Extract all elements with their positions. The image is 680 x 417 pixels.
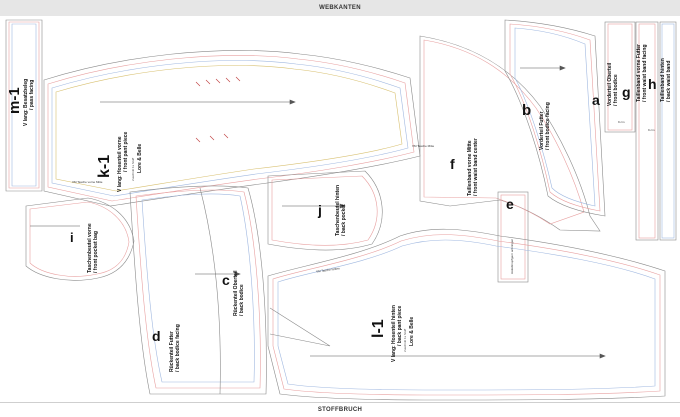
piece-i-outline [25, 197, 135, 281]
piece-a-letter: a [592, 92, 600, 108]
pattern-layout: m-1 V lang: Besatzbeleg / pass facing k-… [0, 16, 680, 403]
piece-g-letter: g [622, 84, 631, 100]
mark-ruler-left: 9 cm [618, 120, 625, 124]
piece-c-subtitle: / back bodice [239, 284, 245, 316]
piece-e-outline [497, 191, 529, 283]
selvedge-label: WEBKANTEN [0, 0, 680, 16]
piece-m1-letter: m-1 [6, 87, 23, 114]
piece-i-subtitle: / front pocket bag [93, 231, 99, 273]
piece-l1-letter: l-1 [370, 319, 387, 338]
piece-m1-subtitle: / pass facing [29, 79, 35, 110]
piece-l1-outline [267, 228, 666, 401]
piece-f-subtitle: / front waist band center [473, 138, 479, 196]
piece-j-outline [267, 170, 383, 251]
pattern-lines [5, 19, 677, 401]
piece-d-letter: d [152, 328, 161, 344]
piece-d-outline [129, 185, 267, 395]
piece-k1-subtitle: / front pant piece [123, 131, 129, 172]
piece-h-outline [659, 21, 677, 241]
piece-h-subtitle: / back waist band [666, 60, 672, 102]
piece-f-outline [419, 35, 601, 232]
piece-b-outline [504, 19, 606, 217]
piece-k1-outline [43, 50, 421, 207]
piece-k1-note: Zuschnitt 1x Stoff [131, 157, 135, 181]
piece-e-letter: e [506, 196, 514, 212]
piece-h-letter: h [648, 76, 657, 92]
piece-a-outline [604, 21, 636, 133]
mark-vm-center: VM Tasche Mitte [412, 144, 435, 148]
piece-i-letter: i [70, 230, 74, 245]
piece-g-outline [635, 21, 659, 241]
piece-m1-outline [5, 19, 43, 192]
piece-k1-brand: Lore & Belle [137, 143, 143, 173]
piece-l1-note: Zuschnitt 1x Stoff [403, 328, 407, 352]
piece-a-subtitle: / front bodice [613, 74, 619, 106]
piece-k1-letter: k-1 [96, 154, 113, 178]
piece-b-subtitle: / front bodice facing [545, 102, 551, 150]
mark-ruler-right: 9 cm [648, 128, 655, 132]
piece-e-note: Häkelknopfgarn anbringen [510, 238, 514, 274]
piece-j-subtitle: / back pocket [341, 204, 347, 236]
mark-vm-left: VM Tasche vorne Mitte [72, 180, 103, 184]
piece-b-letter: b [522, 102, 532, 119]
piece-g-subtitle: / front waist band facing [642, 44, 648, 102]
fold-label: STOFFBRUCH [0, 402, 680, 417]
piece-f-letter: f [450, 156, 455, 172]
piece-l1-brand: Lore & Belle [409, 316, 415, 346]
piece-c-letter: c [222, 272, 230, 288]
piece-j-letter: j [318, 202, 322, 218]
piece-d-subtitle: / back bodice facing [175, 324, 181, 372]
